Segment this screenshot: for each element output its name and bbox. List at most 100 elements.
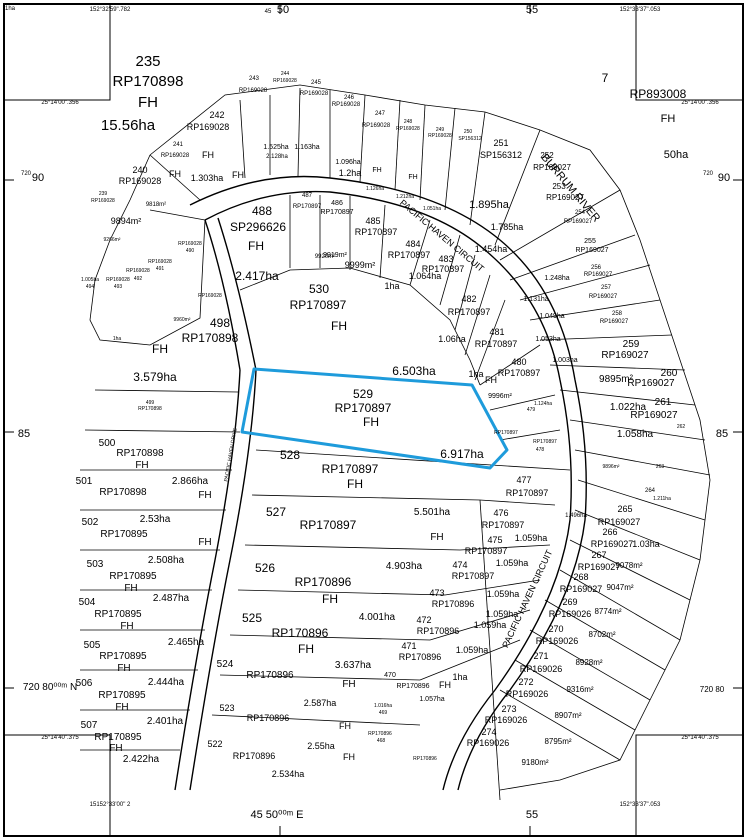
parcel-label: 1.058ha: [617, 429, 654, 440]
parcel-label: 1ha: [113, 336, 122, 342]
parcel-label: RP169028: [148, 259, 172, 265]
parcel-label: 468: [377, 738, 386, 744]
parcel-label: 2.508ha: [148, 555, 185, 566]
parcel-label: RP170897: [465, 546, 508, 556]
parcel-label: RP170897: [322, 462, 379, 476]
parcel-label: 474: [452, 560, 467, 570]
parcel-label: 1.059ha: [474, 620, 507, 630]
parcel-label: 2.465ha: [168, 637, 205, 648]
parcel-label: FH: [115, 702, 128, 713]
grid-label-top-coord-right: 152°33'37".053: [620, 7, 661, 13]
parcel-label: 482: [461, 294, 476, 304]
parcel-label: RP169026: [520, 664, 563, 674]
parcel-label: RP169028: [396, 126, 420, 132]
grid-label-left-coord-top: 25°14'00".356: [41, 100, 79, 106]
parcel-label: RP169026: [536, 636, 579, 646]
parcel-label: 1.163ha: [294, 144, 319, 151]
parcel-label: 476: [493, 508, 508, 518]
parcel-label: RP170897: [452, 571, 495, 581]
parcel-label: 1ha: [452, 672, 467, 682]
parcel-label: 1.2ha: [339, 168, 362, 178]
grid-label-top-easting-small: 45: [265, 9, 272, 15]
parcel-label: RP170897: [475, 339, 518, 349]
parcel-label: RP170898: [116, 448, 164, 459]
parcel-label: 498: [210, 316, 230, 330]
parcel-label: 264: [645, 488, 656, 494]
parcel-label: 475: [487, 535, 502, 545]
parcel-label: 527: [266, 505, 286, 519]
parcel-label: RP169027: [591, 539, 634, 549]
parcel-label: 263: [656, 464, 665, 470]
parcel-label: RP170895: [99, 651, 147, 662]
parcel-label: 8907m²: [554, 711, 581, 720]
parcel-label: 1.06ha: [438, 334, 466, 344]
parcel-label: 486: [331, 200, 343, 207]
parcel-label: 9818m²: [146, 202, 166, 208]
parcel-label: 1.126ha: [366, 186, 384, 192]
parcel-label: FH: [202, 150, 214, 160]
parcel-label: 1.248ha: [544, 275, 569, 282]
parcel-label: RP170896: [396, 683, 429, 690]
parcel-label: RP170898: [99, 487, 147, 498]
lot-529-highlight: [240, 367, 509, 470]
parcel-label: RP170895: [94, 732, 142, 743]
parcel-label: FH: [347, 477, 363, 491]
parcel-label: 1.064ha: [409, 271, 442, 281]
parcel-label: 485: [365, 216, 380, 226]
parcel-label: RP169028: [428, 133, 452, 139]
parcel-label: 507: [81, 720, 98, 731]
parcel-label: 253: [552, 182, 566, 191]
parcel-label: 1.496ha: [565, 513, 587, 519]
parcel-label: RP170897: [355, 227, 398, 237]
parcel-label: 9266m²: [104, 237, 121, 243]
grid-label-right-northing-80: 720 80: [700, 685, 725, 694]
parcel-label: RP170895: [109, 571, 157, 582]
parcel-label: 506: [76, 678, 93, 689]
grid-label-bottom-coord-right: 152°33'37".053: [620, 802, 661, 808]
parcel-label: 1.022ha: [610, 402, 647, 413]
parcel-label: RP170895: [98, 690, 146, 701]
parcel-label: 1.454ha: [475, 244, 508, 254]
parcel-label: 9895m²: [599, 374, 634, 385]
parcel-label: 1.124ha: [534, 401, 552, 407]
parcel-label: 267: [591, 550, 606, 560]
parcel-label: 50ha: [664, 149, 689, 161]
pacific-haven-drive-w: [174, 369, 241, 791]
parcel-label: 1.096ha: [335, 159, 360, 166]
parcel-label: RP169028: [187, 122, 230, 132]
parcel-label: FH: [298, 642, 314, 656]
parcel-label: FH: [661, 113, 676, 125]
parcel-label: 1.131ha: [523, 296, 548, 303]
parcel-label: 1.051ha: [423, 206, 441, 212]
parcel-label: RP169027: [578, 562, 621, 572]
parcel-label: RP169028: [106, 277, 130, 283]
parcel-label: 492: [134, 276, 143, 282]
parcel-label: 15.56ha: [101, 117, 156, 134]
map-frame: [3, 3, 744, 837]
grid-label-right-northing-85: 85: [716, 428, 728, 440]
parcel-label: RP170896: [399, 652, 442, 662]
parcel-label: 2.417ha: [235, 269, 279, 283]
parcel-label: 1.059ha: [456, 645, 489, 655]
parcel-label: 1ha: [384, 281, 399, 291]
parcel-label: 2.444ha: [148, 677, 185, 688]
parcel-label: 266: [602, 527, 617, 537]
parcel-label: FH: [169, 169, 181, 179]
parcel-label: 9920m²: [315, 254, 335, 260]
parcel-label: 483: [438, 254, 453, 264]
parcel-label: 1.212ha: [396, 194, 414, 200]
parcel-label: 2.55ha: [307, 741, 335, 751]
grid-label-right-northing-90-small: 720: [703, 171, 714, 177]
boundaries: [80, 84, 711, 801]
parcel-label: RP170896: [295, 575, 352, 589]
parcel-label: 244: [281, 71, 290, 77]
parcel-label: FH: [439, 680, 451, 690]
parcel-label: 273: [501, 704, 516, 714]
parcel-label: RP169028: [300, 91, 329, 97]
parcel-label: 8702m²: [588, 630, 615, 639]
grid-label-left-coord-bottom: 25°14'40".375: [41, 735, 79, 741]
parcel-label: FH: [198, 490, 211, 501]
parcel-label: 522: [207, 739, 222, 749]
parcel-label: RP170895: [94, 609, 142, 620]
parcel-label: 269: [562, 597, 577, 607]
